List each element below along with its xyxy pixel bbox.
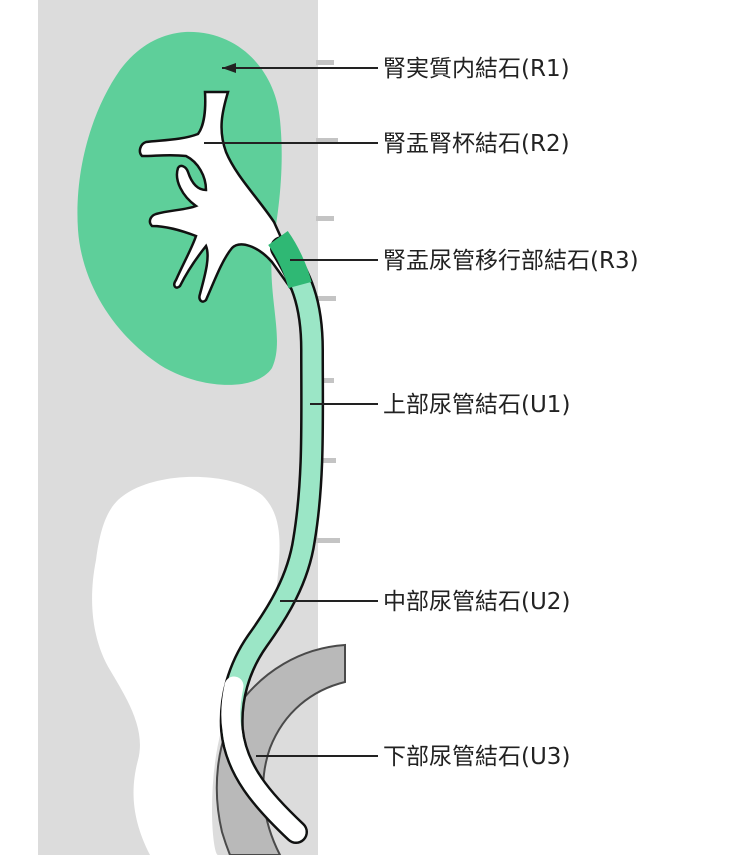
label-lower-ureter-stone: 下部尿管結石(U3) [383,743,570,771]
label-renal-parenchymal-stone: 腎実質内結石(R1) [383,55,570,83]
label-upper-ureter-stone: 上部尿管結石(U1) [383,391,570,419]
label-middle-ureter-stone: 中部尿管結石(U2) [383,588,570,616]
label-renal-pelvis-calyx-stone: 腎盂腎杯結石(R2) [383,130,570,158]
label-upj-stone: 腎盂尿管移行部結石(R3) [383,247,639,275]
